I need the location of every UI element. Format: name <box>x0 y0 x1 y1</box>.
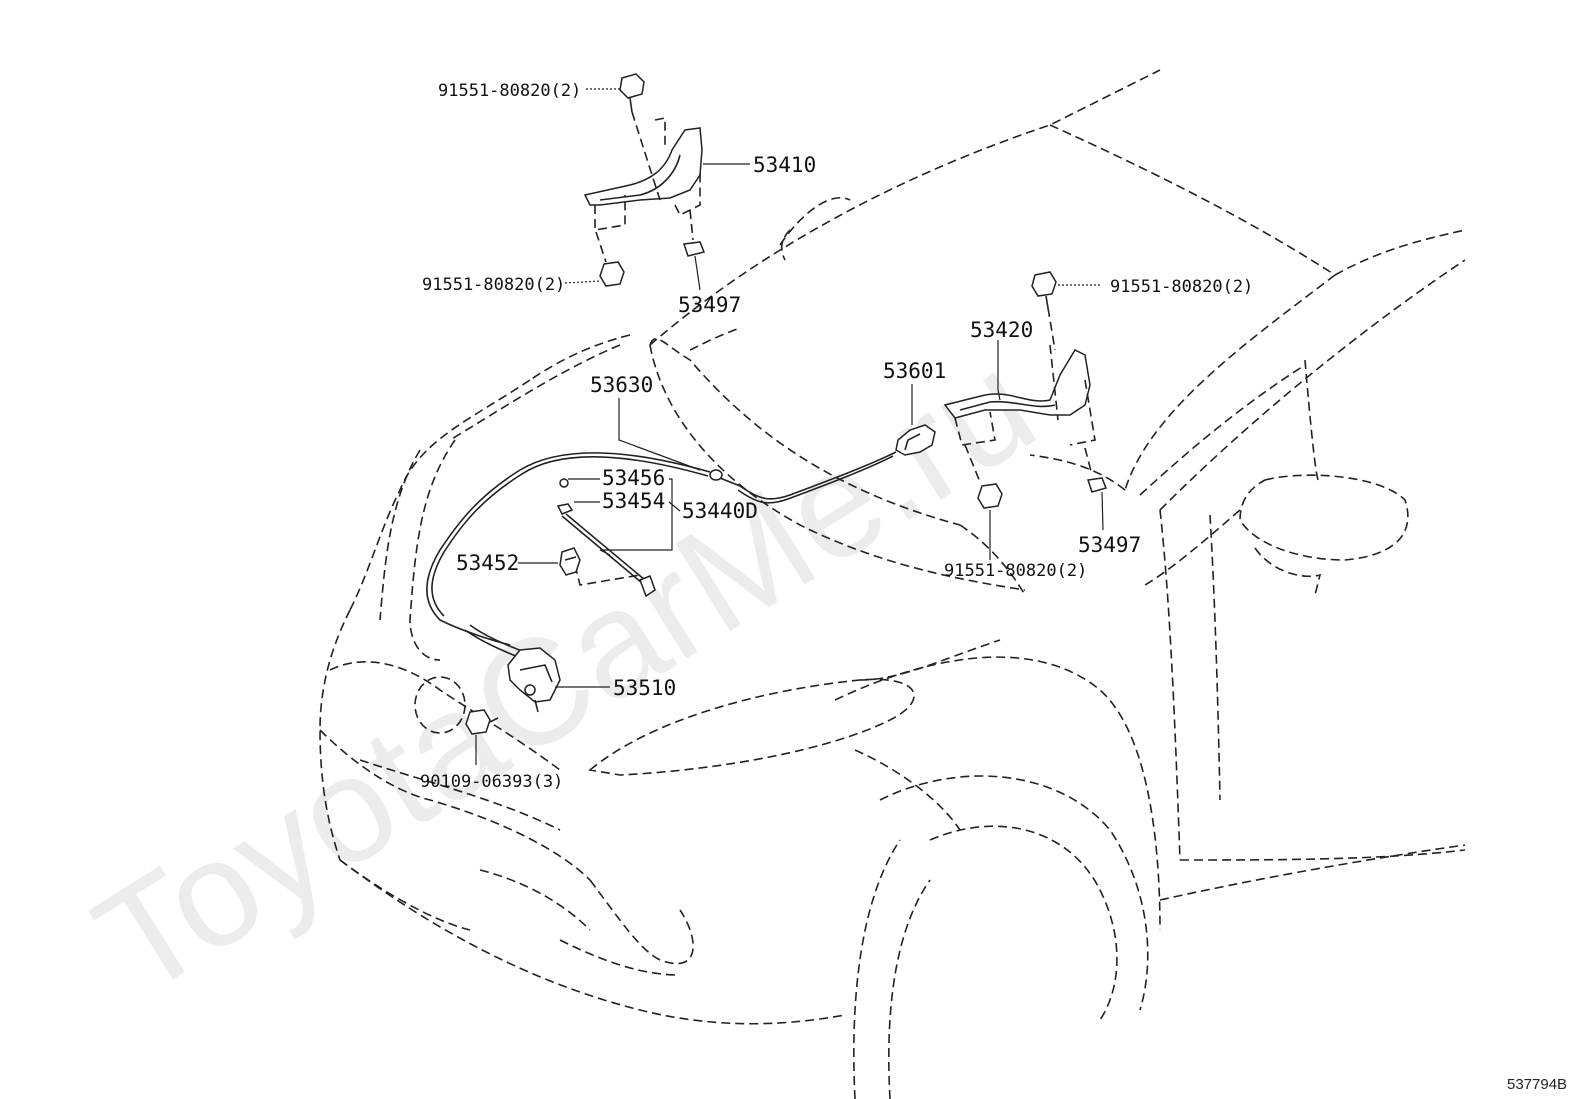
bolt-hinge-right <box>1031 271 1057 351</box>
label-bolt-right-lower: 91551-80820(2) <box>944 561 1087 581</box>
car-body-outline <box>319 69 1466 1099</box>
bolt-hinge-right-lower <box>964 444 1003 509</box>
diagram-ref: 537794B <box>1507 1076 1567 1093</box>
label-bolt-lock: 90109-06393(3) <box>420 772 563 792</box>
hinge-right-53420 <box>943 344 1096 446</box>
label-hinge-right: 53420 <box>970 318 1033 342</box>
cushion-left <box>682 209 706 257</box>
bolt-lock <box>465 709 499 735</box>
label-hinge-left: 53410 <box>753 153 816 177</box>
cushion-right <box>1084 447 1108 493</box>
label-cable: 53630 <box>590 373 653 397</box>
label-clip-53456: 53456 <box>602 466 665 490</box>
bolt-hinge-front-left <box>595 231 625 287</box>
hood-lock-53510 <box>507 647 561 713</box>
label-lever: 53601 <box>883 359 946 383</box>
label-cushion-right: 53497 <box>1078 533 1141 557</box>
label-support: 53452 <box>456 551 519 575</box>
label-clip-53454: 53454 <box>602 489 665 513</box>
leader-lines <box>475 88 1104 765</box>
watermark: ToyotaCarMe.ru <box>68 319 1062 1027</box>
bolt-hinge-rear-left <box>619 73 661 201</box>
release-lever-53601 <box>895 424 936 456</box>
label-lock: 53510 <box>613 676 676 700</box>
label-rod: 53440D <box>682 499 758 523</box>
label-cushion-left: 53497 <box>678 293 741 317</box>
label-bolt-right: 91551-80820(2) <box>1110 277 1253 297</box>
label-bolt-front-left: 91551-80820(2) <box>422 275 565 295</box>
label-bolt-rear-left: 91551-80820(2) <box>438 81 581 101</box>
hinge-left-53410 <box>583 117 703 231</box>
rod-support-53452 <box>559 547 581 576</box>
